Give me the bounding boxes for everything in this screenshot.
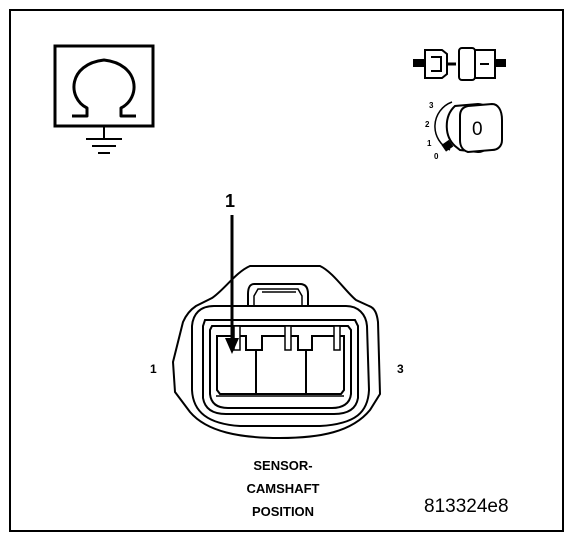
callout-arrow xyxy=(225,215,239,354)
pin-label-left: 1 xyxy=(150,362,157,376)
key-position-label: 0 xyxy=(434,152,439,161)
key-position-label: 3 xyxy=(429,101,434,110)
title-line: CAMSHAFT xyxy=(246,481,320,496)
ohm-symbol-with-ground-icon xyxy=(53,44,155,154)
disconnected-connector-icon xyxy=(413,47,506,81)
title-line: SENSOR- xyxy=(253,458,313,473)
key-position-label: 2 xyxy=(425,120,430,129)
figure-id: 813324e8 xyxy=(424,496,509,517)
component-title: SENSOR- CAMSHAFT POSITION xyxy=(200,454,366,523)
key-head-glyph: 0 xyxy=(472,119,483,140)
connector-face xyxy=(171,265,382,440)
key-position-label: 1 xyxy=(427,139,432,148)
ignition-key-off-icon xyxy=(434,101,503,154)
callout-label: 1 xyxy=(225,191,236,211)
pin-label-right: 3 xyxy=(397,362,404,376)
diagram-border xyxy=(9,9,564,532)
title-line: POSITION xyxy=(251,504,315,519)
